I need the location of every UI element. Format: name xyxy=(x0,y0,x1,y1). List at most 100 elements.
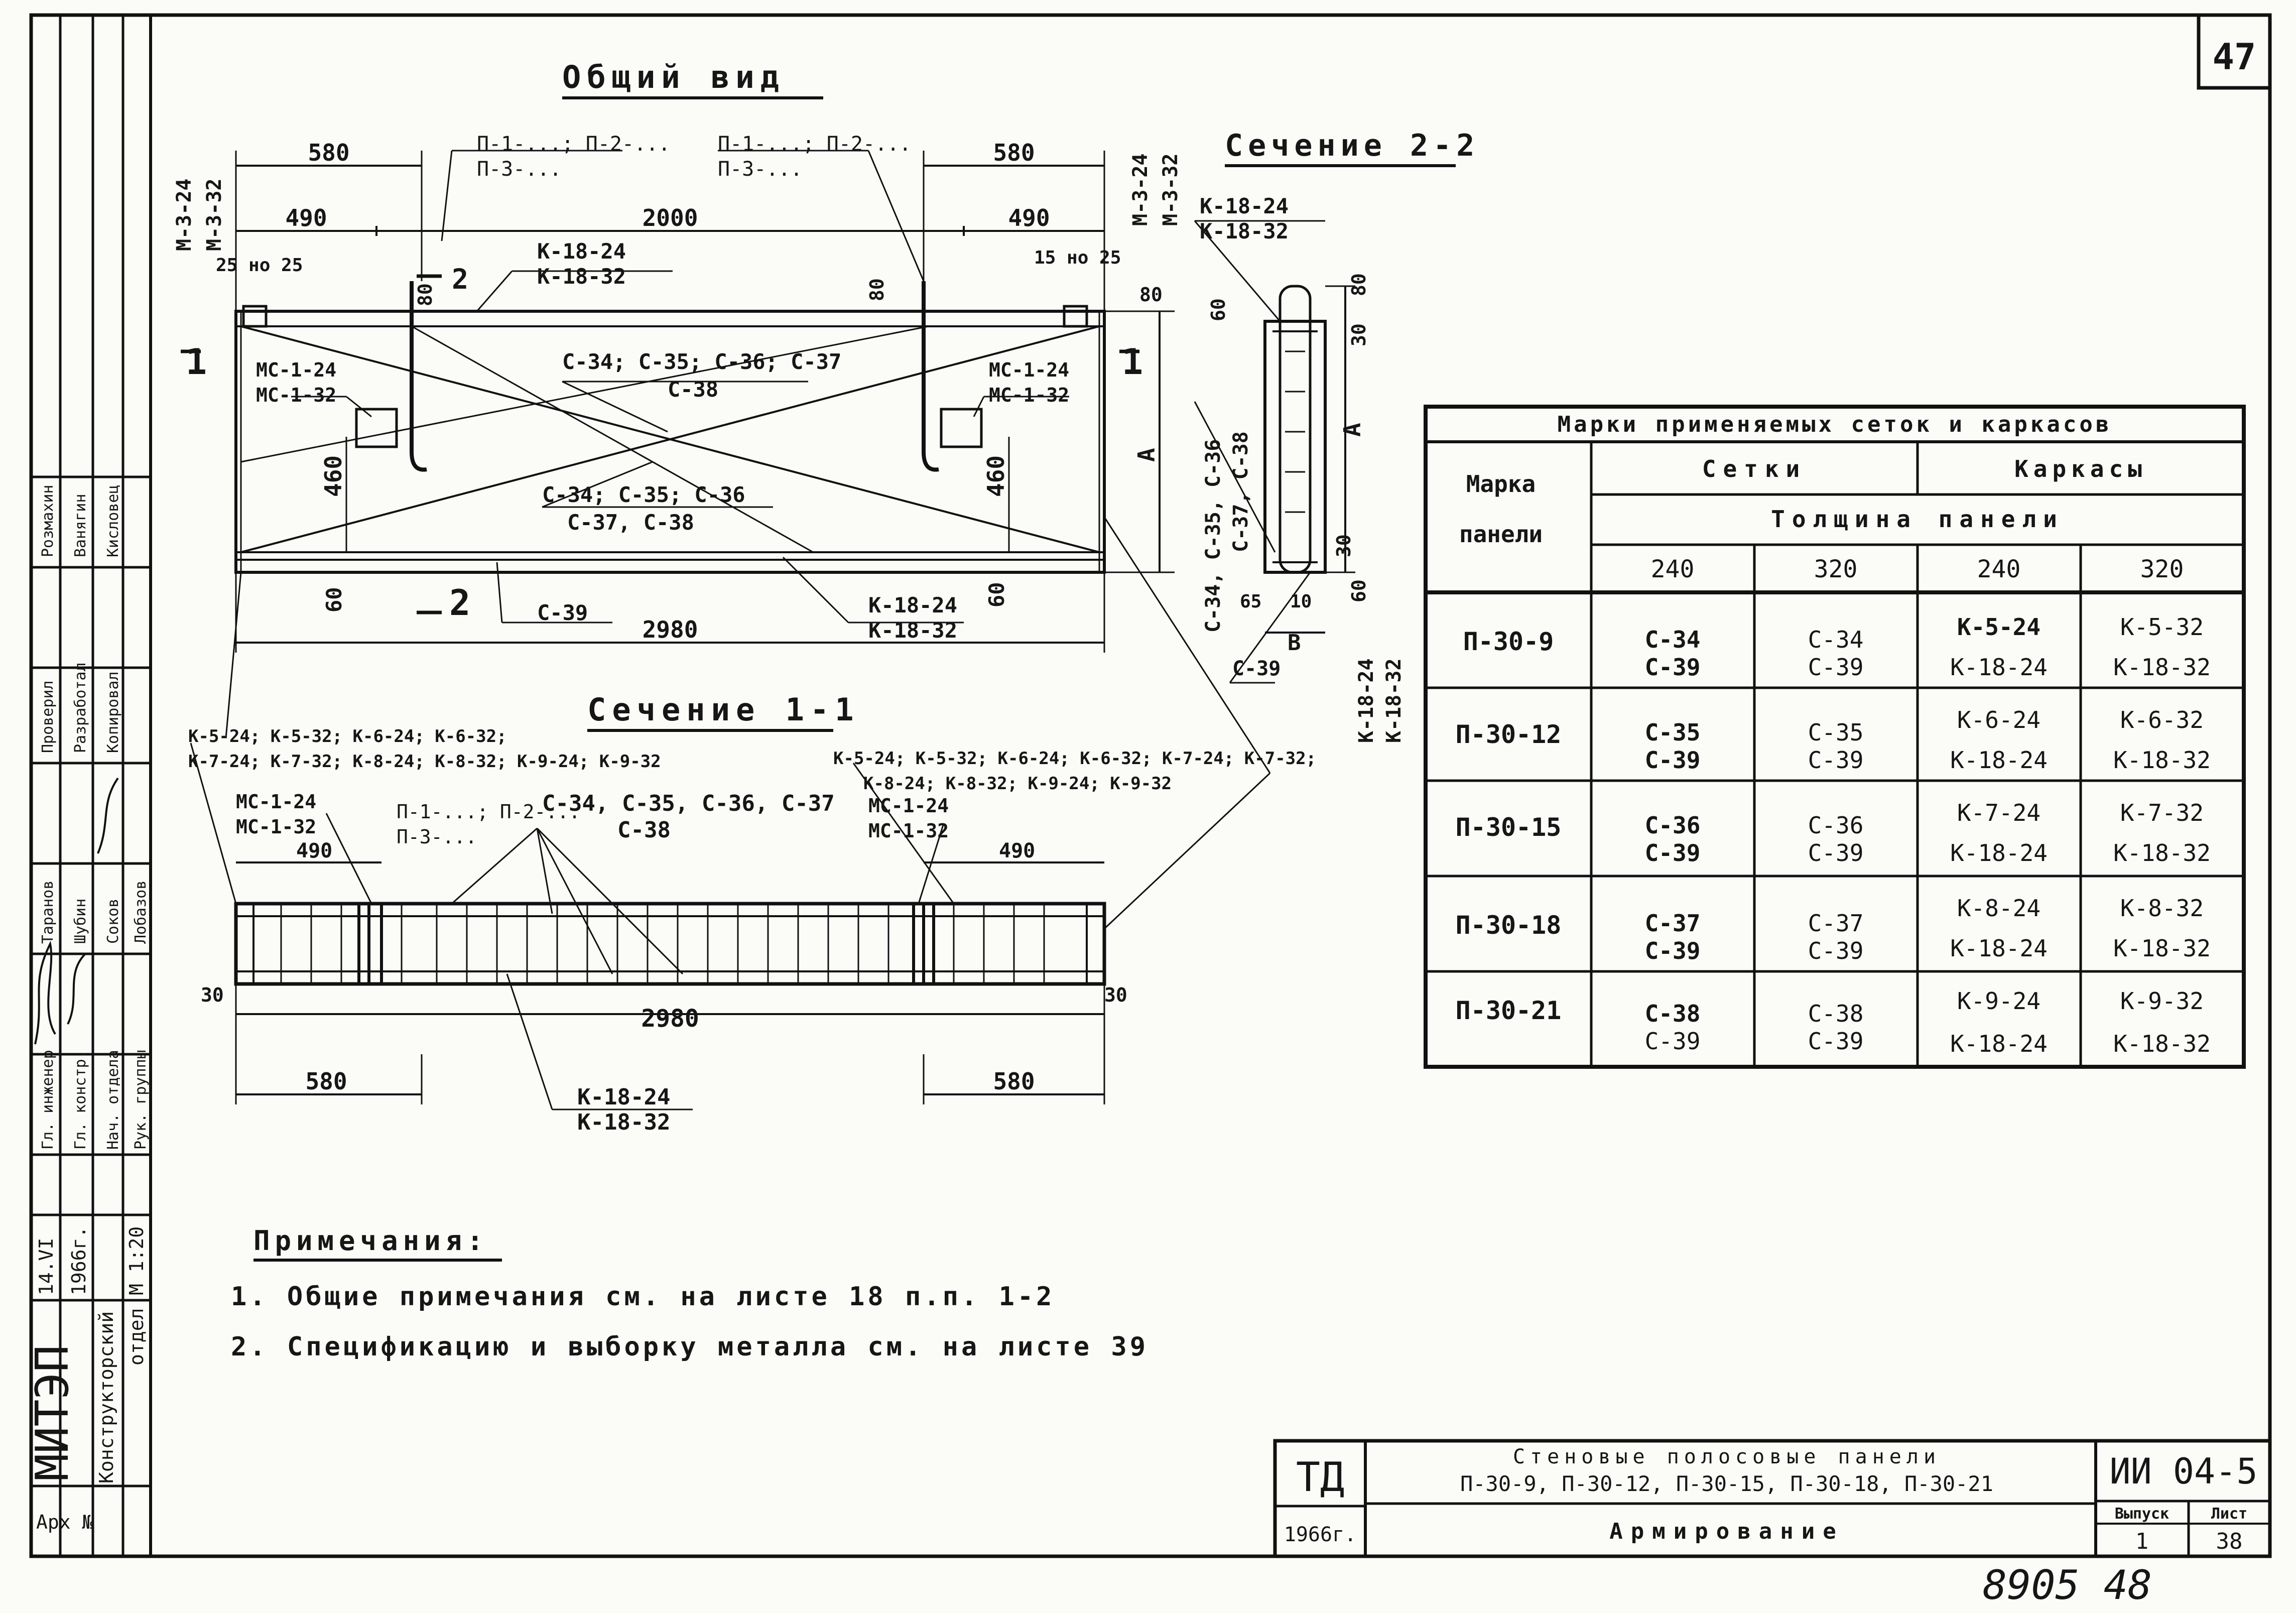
table-row-4-k240-b: К-18-24 xyxy=(1950,935,2048,962)
section22-dim-10: 10 xyxy=(1290,591,1312,612)
section22-dim-30-bot: 30 xyxy=(1333,534,1355,557)
section22-c-list-2: С-37, С-38 xyxy=(1229,431,1252,552)
section22-k18-2: К-18-32 xyxy=(1200,219,1289,243)
stamp-date-1: 14.VI xyxy=(35,1238,57,1295)
table-row-4-k320-b: К-18-32 xyxy=(2113,935,2211,962)
panel-outline xyxy=(234,310,1106,574)
table-row-3-k240-a: К-7-24 xyxy=(1957,799,2040,826)
stamp-role-2: Гл. констр. xyxy=(72,1050,89,1150)
c-upper-2: С-38 xyxy=(668,377,718,402)
section11-dim-490-left: 490 xyxy=(296,839,332,862)
page-number: 47 xyxy=(2213,36,2256,78)
section11-c-1: С-34, С-35, С-36, С-37 xyxy=(542,791,835,816)
side-stamp xyxy=(31,15,151,1556)
stamp-name-4: Лобазов xyxy=(132,881,150,944)
section22-k18-bot-2: К-18-32 xyxy=(1382,658,1406,743)
table-row-5-mark: П-30-21 xyxy=(1456,996,1562,1025)
section11-dim-2980: 2980 xyxy=(641,1005,699,1033)
stamp-name-3: Соков xyxy=(104,899,122,944)
table-row-1-n320-a: С-34 xyxy=(1808,626,1864,653)
section-1-1: Сечение 1-1 xyxy=(188,691,1316,1135)
dim-490-left: 490 xyxy=(285,204,327,231)
table-row-1-n240-a: С-34 xyxy=(1645,626,1701,653)
handwritten-number: 8905 48 xyxy=(1983,1562,2152,1608)
c-lower-2: С-37, С-38 xyxy=(567,510,694,535)
section11-k-left-2: К-7-24; К-7-32; К-8-24; К-8-32; К-9-24; … xyxy=(188,752,661,772)
p-left-1: П-1-...; П-2-... xyxy=(477,133,670,156)
table-row-3-k320-a: К-7-32 xyxy=(2120,799,2204,826)
table-row-4-k320-a: К-8-32 xyxy=(2120,895,2204,922)
table-row-4-n240-b: С-39 xyxy=(1645,937,1701,964)
dim-60-left: 60 xyxy=(322,587,346,612)
table-col-mark-2: панели xyxy=(1459,521,1543,548)
table-row-3-k240-b: К-18-24 xyxy=(1950,839,2048,866)
sec-mark-1-left: 1 xyxy=(186,341,207,383)
table-row-1-k240-b: К-18-24 xyxy=(1950,654,2048,681)
table-row-1-k320-a: К-5-32 xyxy=(2120,613,2204,641)
stamp-dept-1: Конструкторский xyxy=(95,1311,117,1483)
section11-dim-30-right: 30 xyxy=(1104,984,1127,1006)
section11-k-right-2: К-8-24; К-8-32; К-9-24; К-9-32 xyxy=(863,774,1172,794)
table-row-1-k320-b: К-18-32 xyxy=(2113,654,2211,681)
mc-left-1: МС-1-24 xyxy=(256,359,336,381)
stamp-role-3: Нач. отдела xyxy=(104,1050,122,1150)
table-col-mark-1: Марка xyxy=(1466,470,1536,498)
section11-mc-left-1: МС-1-24 xyxy=(236,791,316,813)
table-title: Марки применяемых сеток и каркасов xyxy=(1558,412,2112,437)
title-sheet: 38 xyxy=(2216,1529,2243,1554)
m3-right-1: М-3-24 xyxy=(1129,154,1152,226)
mc-right-2: МС-1-32 xyxy=(989,384,1069,406)
table-row-2-k320-b: К-18-32 xyxy=(2113,747,2211,774)
table-row-3-k320-b: К-18-32 xyxy=(2113,839,2211,866)
c39-label: С-39 xyxy=(537,600,588,625)
section22-dim-B: В xyxy=(1288,630,1301,656)
title-td: ТД xyxy=(1296,1454,1344,1501)
table-row-4-n320-a: С-37 xyxy=(1808,910,1864,937)
section11-k-right-1: К-5-24; К-5-32; К-6-24; К-6-32; К-7-24; … xyxy=(833,749,1316,769)
title-issue-label: Выпуск xyxy=(2115,1505,2169,1523)
stamp-role-6: Разработал xyxy=(72,662,89,753)
table-sub-1: 240 xyxy=(1651,555,1695,583)
title-year: 1966г. xyxy=(1284,1523,1357,1546)
c-upper-1: С-34; С-35; С-36; С-37 xyxy=(562,349,841,374)
section22-dim-30-top: 30 xyxy=(1348,323,1370,346)
m3-left-1: М-3-24 xyxy=(173,179,196,252)
table-group-frames: Каркасы xyxy=(2014,455,2147,482)
notes: Примечания: 1. Общие примечания см. на л… xyxy=(231,1225,1149,1362)
title-block: ТД 1966г. Стеновые полосовые панели П-30… xyxy=(1273,1439,2272,1558)
mc-right-1: МС-1-24 xyxy=(989,359,1069,381)
k18-top-2: К-18-32 xyxy=(537,264,626,289)
notes-title: Примечания: xyxy=(253,1225,488,1257)
table-row-5-n320-b: С-39 xyxy=(1808,1028,1864,1055)
stamp-dept-2: отдел xyxy=(125,1308,148,1366)
sec-mark-2-top: 2 xyxy=(452,263,468,295)
title-desc-2: П-30-9, П-30-12, П-30-15, П-30-18, П-30-… xyxy=(1460,1471,1993,1496)
mc-left-2: МС-1-32 xyxy=(256,384,336,406)
k18-bot-2: К-18-32 xyxy=(868,618,957,643)
notes-line-2: 2. Спецификацию и выборку металла см. на… xyxy=(231,1332,1149,1362)
sheet-frame xyxy=(29,13,2272,1558)
section22-dim-80: 80 xyxy=(1348,273,1370,296)
stamp-role-5: Проверил xyxy=(39,681,57,754)
section22-c-list-1: С-34, С-35, С-36 xyxy=(1202,439,1225,633)
k18-top-1: К-18-24 xyxy=(537,239,626,264)
section22-dim-60: 60 xyxy=(1207,298,1229,321)
table-row-3-n240-a: С-36 xyxy=(1645,812,1701,839)
stamp-scale: М 1:20 xyxy=(125,1226,148,1295)
stamp-org: МИТЭП xyxy=(26,1345,79,1481)
section11-mc-right-1: МС-1-24 xyxy=(868,795,949,817)
table-row-3-n320-a: С-36 xyxy=(1808,812,1864,839)
table-row-5-k320-b: К-18-32 xyxy=(2113,1030,2211,1057)
title-sheet-label: Лист xyxy=(2211,1505,2247,1523)
section11-dim-30-left: 30 xyxy=(201,984,224,1006)
c-lower-1: С-34; С-35; С-36 xyxy=(542,482,745,507)
section11-p-2: П-3-... xyxy=(397,826,477,848)
table-row-2-mark: П-30-12 xyxy=(1456,720,1562,749)
section11-k18-2: К-18-32 xyxy=(577,1109,670,1135)
gap-left: 25 но 25 xyxy=(216,255,303,276)
table-row-2-n320-a: С-35 xyxy=(1808,719,1864,746)
k18-bot-1: К-18-24 xyxy=(868,593,957,617)
section11-c-2: С-38 xyxy=(617,817,671,843)
table-row-1-k240-a: К-5-24 xyxy=(1957,613,2040,641)
table-row-4-mark: П-30-18 xyxy=(1456,911,1562,940)
